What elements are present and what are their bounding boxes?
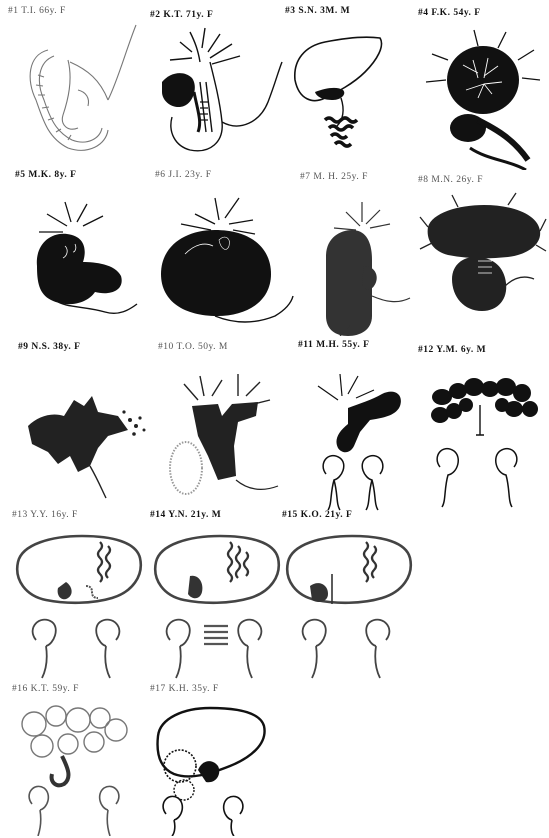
case-5: #5 M.K. 8y. F (15, 170, 145, 320)
case-8: #8 M.N. 26y. F (418, 175, 548, 335)
case-5-label: #5 M.K. 8y. F (15, 170, 76, 180)
case-7-label: #7 M. H. 25y. F (300, 172, 368, 182)
case-11-figure (298, 354, 418, 514)
case-4-label: #4 F.K. 54y. F (418, 8, 481, 18)
case-7: #7 M. H. 25y. F (300, 172, 420, 332)
case-15-label: #15 K.O. 21y. F (282, 510, 352, 520)
case-3-label: #3 S.N. 3M. M (285, 6, 350, 16)
case-14-label: #14 Y.N. 21y. M (150, 510, 221, 520)
case-8-figure (418, 187, 548, 337)
case-1-figure (8, 20, 138, 160)
case-2-label: #2 K.T. 71y. F (150, 10, 213, 20)
case-17-label: #17 K.H. 35y. F (150, 684, 219, 694)
case-10-figure (158, 356, 288, 506)
case-6-figure (155, 184, 295, 334)
case-12-label: #12 Y.M. 6y. M (418, 345, 486, 355)
case-7-figure (300, 186, 420, 336)
case-8-label: #8 M.N. 26y. F (418, 175, 483, 185)
case-1-label: #1 T.I. 66y. F (8, 6, 66, 16)
case-13-label: #13 Y.Y. 16y. F (12, 510, 78, 520)
case-6-label: #6 J.I. 23y. F (155, 170, 212, 180)
case-15-figure (282, 522, 422, 682)
case-14: #14 Y.N. 21y. M (150, 510, 290, 680)
case-17-figure (150, 696, 280, 836)
case-16: #16 K.T. 59y. F (12, 684, 152, 838)
case-17: #17 K.H. 35y. F (150, 684, 280, 838)
case-16-label: #16 K.T. 59y. F (12, 684, 79, 694)
case-15: #15 K.O. 21y. F (282, 510, 422, 680)
case-2-figure (150, 22, 290, 162)
case-10-label: #10 T.O. 50y. M (158, 342, 228, 352)
case-10: #10 T.O. 50y. M (158, 342, 288, 502)
case-11-label: #11 M.H. 55y. F (298, 340, 369, 350)
case-13-figure (12, 522, 152, 682)
case-4-figure (418, 20, 548, 170)
case-11: #11 M.H. 55y. F (298, 340, 418, 510)
case-9-label: #9 N.S. 38y. F (18, 342, 80, 352)
case-9: #9 N.S. 38y. F (18, 342, 158, 502)
case-9-figure (18, 356, 158, 506)
case-6: #6 J.I. 23y. F (155, 170, 295, 330)
case-4: #4 F.K. 54y. F (418, 8, 548, 168)
case-5-figure (15, 186, 145, 326)
case-12-figure (418, 357, 548, 517)
case-12: #12 Y.M. 6y. M (418, 345, 548, 515)
case-1: #1 T.I. 66y. F (8, 6, 138, 156)
case-3-figure (285, 20, 415, 160)
case-13: #13 Y.Y. 16y. F (12, 510, 152, 680)
case-3: #3 S.N. 3M. M (285, 6, 415, 156)
case-16-figure (12, 696, 152, 836)
case-2: #2 K.T. 71y. F (150, 10, 290, 160)
case-14-figure (150, 522, 290, 682)
